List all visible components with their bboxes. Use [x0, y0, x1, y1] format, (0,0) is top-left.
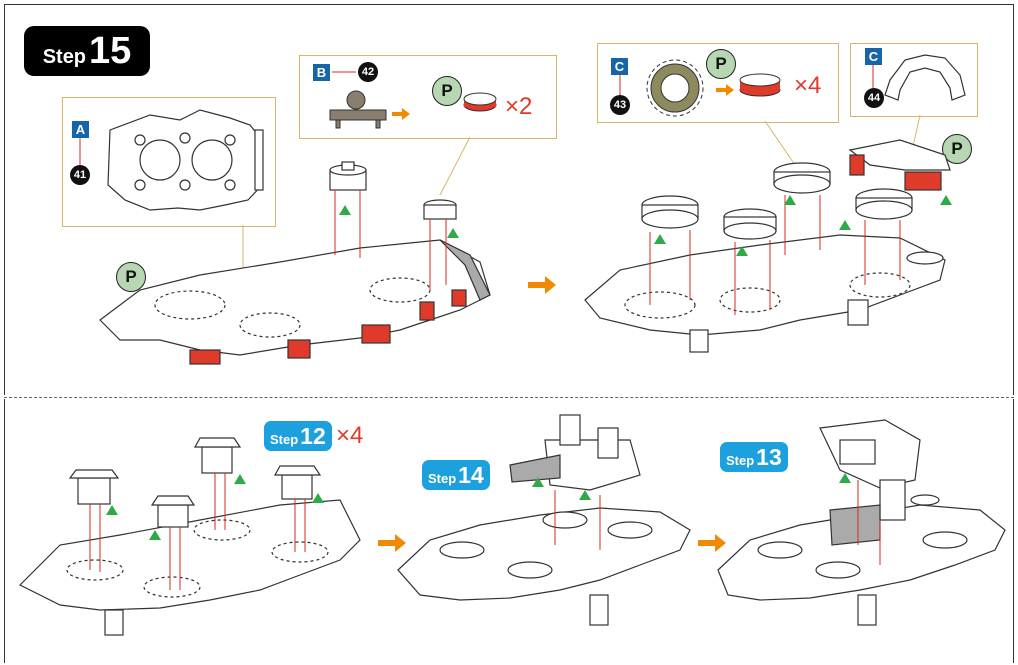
step-ref-13-number: 13 [756, 444, 782, 470]
callout-c-43-multiplier: ×4 [794, 72, 822, 99]
alignment-triangle [149, 530, 161, 540]
part-41-outline [107, 109, 264, 211]
base-plate-bottom-left [18, 499, 361, 636]
callout-a-letter: A [72, 121, 89, 138]
part-43-gear [646, 59, 704, 117]
callout-c-43-letter: C [611, 58, 628, 75]
callout-a-part-number: 41 [70, 165, 90, 185]
step-ref-14: Step 14 [422, 460, 490, 490]
callout-c-44-letter: C [865, 48, 882, 65]
tower-bottom-middle [509, 414, 641, 491]
lower-panel-frame [4, 399, 1014, 663]
gear-rings-bottom-middle [439, 511, 653, 579]
callout-c-43-p-marker: P [706, 49, 736, 79]
step-ref-12-number: 12 [300, 423, 326, 449]
step-ref-12-word: Step [270, 432, 299, 447]
step-ref-12-multiplier: ×4 [336, 422, 364, 449]
part-44-installed [848, 139, 951, 191]
callout-b-leader [439, 136, 471, 196]
alignment-triangle [579, 490, 591, 500]
sequence-arrow-3 [698, 534, 726, 552]
alignment-triangle [312, 493, 324, 503]
part-42-ring-red [463, 92, 497, 112]
part-42-shape [329, 90, 387, 129]
callout-b-multiplier: ×2 [505, 93, 533, 120]
base-plate-bottom-right [717, 504, 1006, 626]
p-marker-right: P [942, 134, 972, 164]
alignment-triangle [784, 195, 796, 205]
sequence-arrow-2 [378, 534, 406, 552]
alignment-triangle [106, 505, 118, 515]
callout-b-p-marker: P [432, 76, 462, 106]
panel-divider [4, 397, 1014, 398]
callout-c-43-part-number: 43 [610, 95, 630, 115]
part-44-arch [884, 54, 966, 101]
alignment-triangle [940, 195, 952, 205]
step-ref-12: Step 12 [264, 421, 332, 451]
callout-b-letter: B [313, 64, 330, 81]
part-42-post-top-left [329, 161, 457, 220]
alignment-triangle [532, 477, 544, 487]
pillars-bottom-left [68, 437, 322, 528]
callout-c-43-leader [764, 120, 796, 166]
tower-bottom-right [819, 419, 940, 546]
step-ref-13-word: Step [726, 453, 755, 468]
step-badge-word: Step [42, 46, 87, 68]
p-marker-left: P [116, 262, 146, 292]
alignment-triangle [339, 205, 351, 215]
base-plate-top-left [99, 239, 491, 365]
alignment-triangle [447, 228, 459, 238]
sequence-arrow-1 [528, 276, 556, 294]
base-plate-top-right [584, 234, 946, 353]
step-ref-14-word: Step [428, 471, 457, 486]
step-ref-14-number: 14 [458, 462, 484, 488]
alignment-triangle [736, 246, 748, 256]
alignment-triangle [839, 473, 851, 483]
callout-c-44-part-number: 44 [864, 88, 884, 108]
callout-b [299, 55, 557, 139]
step-badge-number: 15 [89, 30, 132, 72]
step-badge: Step 15 [24, 26, 150, 76]
alignment-triangle [234, 474, 246, 484]
alignment-triangle [839, 220, 851, 230]
step-ref-13: Step 13 [720, 442, 788, 472]
callout-b-part-number: 42 [358, 62, 378, 82]
callout-c-43-arrow [716, 84, 734, 96]
alignment-triangle [654, 234, 666, 244]
upper-panel-frame [4, 4, 1014, 395]
callout-b-arrow [392, 108, 410, 120]
gear-rings-bottom-right [757, 531, 968, 579]
gear-rings-top-right [641, 162, 944, 265]
part-43-ring-red [739, 73, 781, 97]
